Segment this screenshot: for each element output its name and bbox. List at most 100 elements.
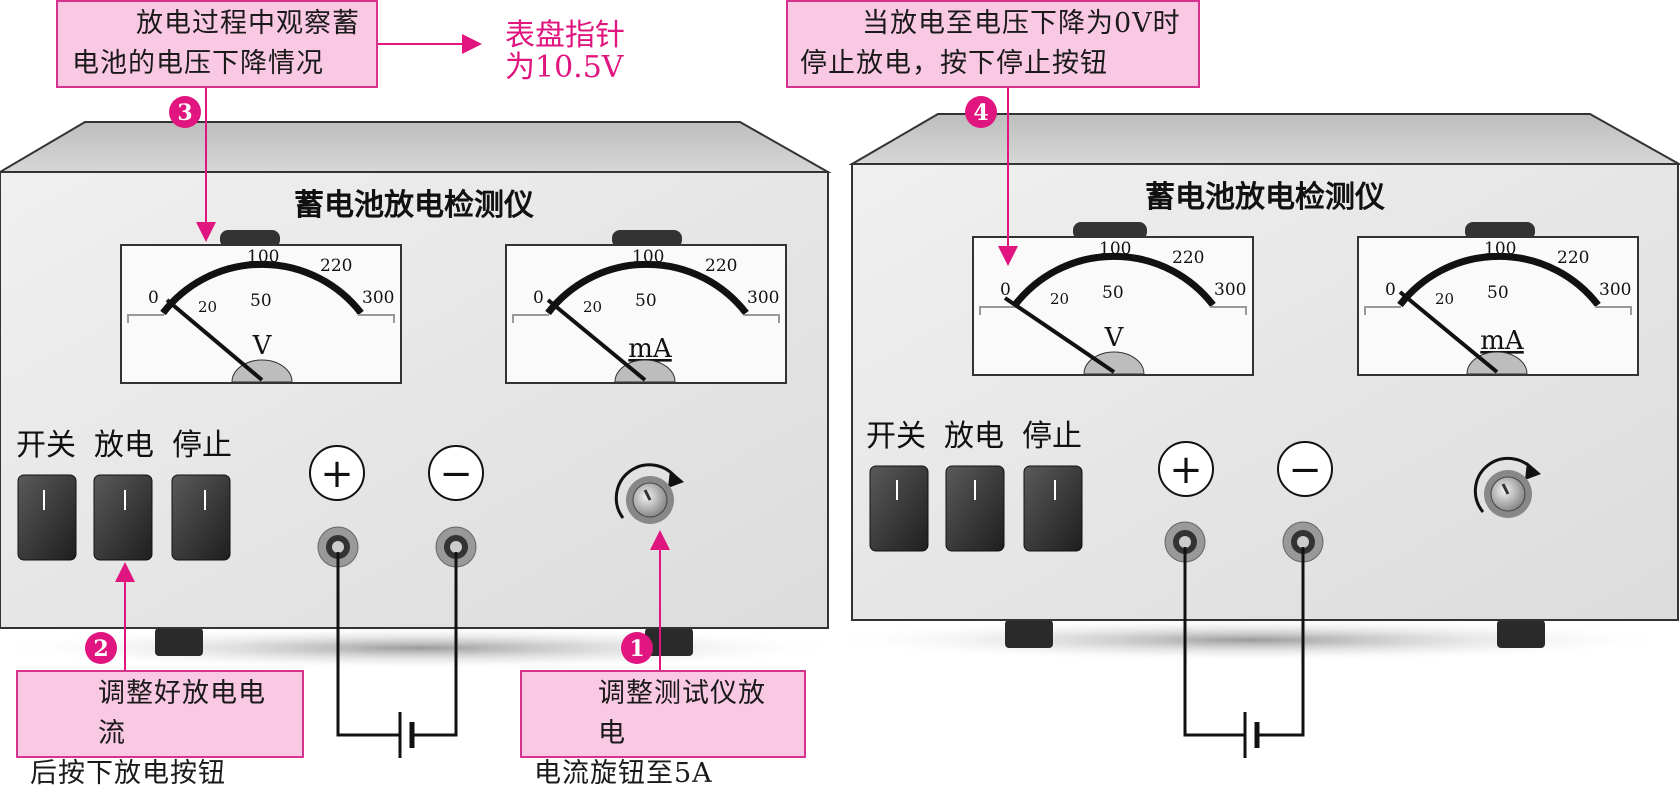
tick-label: 220	[1172, 248, 1204, 268]
minus-symbol-icon	[428, 445, 484, 501]
wire	[1183, 547, 1245, 737]
tick-label: 50	[250, 291, 272, 311]
step-1-marker	[621, 632, 653, 664]
device-title: 蓄电池放电检测仪	[294, 188, 534, 223]
meter-needle	[165, 298, 264, 382]
step-3-number: 3	[177, 100, 192, 126]
discharge-button-label: 放电	[94, 428, 154, 463]
wire	[336, 552, 400, 737]
minus-sign: −	[1288, 447, 1322, 493]
negative-terminal[interactable]	[1297, 536, 1309, 548]
minus-sign: −	[439, 451, 473, 497]
tick-label: 220	[1557, 248, 1589, 268]
meter-unit: V	[1104, 323, 1125, 353]
callout-text: 调整好放电电流	[98, 678, 266, 749]
tick-label: 100	[1099, 239, 1131, 259]
device-foot	[645, 628, 693, 656]
tick-label: 100	[632, 247, 664, 267]
callout-text: 放电过程中观察蓄	[136, 8, 360, 39]
positive-terminal[interactable]	[1179, 536, 1191, 548]
callout-text: 电池的电压下降情况	[72, 48, 324, 79]
tick-label: 20	[583, 298, 602, 316]
device-foot	[1497, 620, 1545, 648]
positive-terminal[interactable]	[332, 541, 344, 553]
wire	[1257, 547, 1305, 737]
milliammeter: 0 20 50 100 220 300 mA	[1357, 222, 1639, 376]
tick-label: 0	[148, 288, 159, 308]
rotate-arrow-icon	[614, 463, 678, 519]
discharge-button[interactable]	[93, 474, 153, 561]
stop-button[interactable]	[171, 474, 231, 561]
negative-terminal[interactable]	[450, 541, 462, 553]
voltmeter: 0 20 50 100 220 300 V ∽	[972, 222, 1254, 376]
device-title: 蓄电池放电检测仪	[1145, 180, 1385, 215]
callout-leaders	[115, 34, 1018, 672]
discharge-button-label: 放电	[944, 419, 1004, 454]
meter-scale-arc	[1012, 252, 1216, 308]
device-front-panel	[851, 163, 1679, 621]
stop-button-label: 停止	[172, 428, 232, 463]
tick-label: 300	[1599, 280, 1631, 300]
tick-label: 20	[1435, 290, 1454, 308]
callout-text: 电流旋钮至5A	[534, 758, 713, 789]
meter-needle	[1003, 296, 1116, 374]
step-markers: 3 4 2 1	[85, 96, 997, 664]
callout-text: 调整测试仪放电	[598, 678, 766, 749]
tick-label: 0	[1000, 280, 1011, 300]
device-foot	[1005, 620, 1053, 648]
tick-label: 50	[1102, 283, 1124, 303]
device-left: 蓄电池放电检测仪 0 20 50 100 220 300 V ∽ 0 20	[0, 121, 850, 758]
power-button-label: 开关	[866, 419, 926, 454]
callout-text: 当放电至电压下降为0V时	[862, 8, 1181, 39]
diagram-canvas: 蓄电池放电检测仪 0 20 50 100 220 300 V ∽ 0 20	[0, 34, 1680, 758]
meter-scale-arc	[545, 260, 749, 316]
stop-button-label: 停止	[1022, 419, 1082, 454]
device-right: 蓄电池放电检测仪 0 20 50 100 220 300 V ∽ 0 20 50	[820, 113, 1680, 758]
tick-label: 100	[1484, 239, 1516, 259]
device-shadow	[0, 626, 850, 670]
meter-unit: mA	[1480, 326, 1525, 356]
tick-label: 220	[320, 256, 352, 276]
callout-step-2: 调整好放电电流 后按下放电按钮	[16, 670, 304, 789]
device-top	[0, 121, 832, 173]
plus-sign: +	[1169, 447, 1203, 493]
tick-label: 0	[1385, 280, 1396, 300]
step-3-marker	[169, 96, 201, 128]
current-adjust-knob[interactable]	[1473, 456, 1541, 518]
tick-label: 0	[533, 288, 544, 308]
tick-label: 20	[198, 298, 217, 316]
device-foot	[155, 628, 203, 656]
rotate-arrow-icon	[1473, 456, 1535, 513]
meter-needle	[546, 298, 647, 382]
tick-label: 100	[247, 247, 279, 267]
meter-needle	[1398, 290, 1499, 374]
callout-text: 停止放电，按下停止按钮	[800, 48, 1108, 79]
tick-label: 20	[1050, 290, 1069, 308]
stop-button[interactable]	[1023, 465, 1083, 552]
plus-sign: +	[320, 451, 354, 497]
tick-label: 50	[635, 291, 657, 311]
step-1-number: 1	[629, 636, 644, 662]
callout-step-4: 当放电至电压下降为0V时 停止放电，按下停止按钮	[786, 0, 1200, 88]
tick-label: 300	[362, 288, 394, 308]
discharge-button[interactable]	[945, 465, 1005, 552]
callout-step-3: 放电过程中观察蓄 电池的电压下降情况	[56, 0, 378, 88]
tick-label: 50	[1487, 283, 1509, 303]
step-4-number: 4	[973, 100, 988, 126]
callout-text: 后按下放电按钮	[30, 758, 226, 789]
note-text: 表盘指针	[505, 18, 625, 53]
meter-scale-arc	[1397, 252, 1601, 308]
device-shadow	[820, 618, 1680, 662]
tick-label: 220	[705, 256, 737, 276]
note-text: 为10.5V	[505, 50, 624, 85]
power-button-label: 开关	[16, 428, 76, 463]
current-adjust-knob[interactable]	[614, 463, 684, 524]
step-2-marker	[85, 632, 117, 664]
minus-symbol-icon	[1277, 441, 1333, 497]
callout-step-1: 调整测试仪放电 电流旋钮至5A	[520, 670, 806, 789]
meter-unit: mA	[628, 334, 673, 364]
milliammeter: 0 20 50 100 220 300 mA	[505, 230, 787, 384]
power-button[interactable]	[869, 465, 929, 552]
power-button[interactable]	[17, 474, 77, 561]
